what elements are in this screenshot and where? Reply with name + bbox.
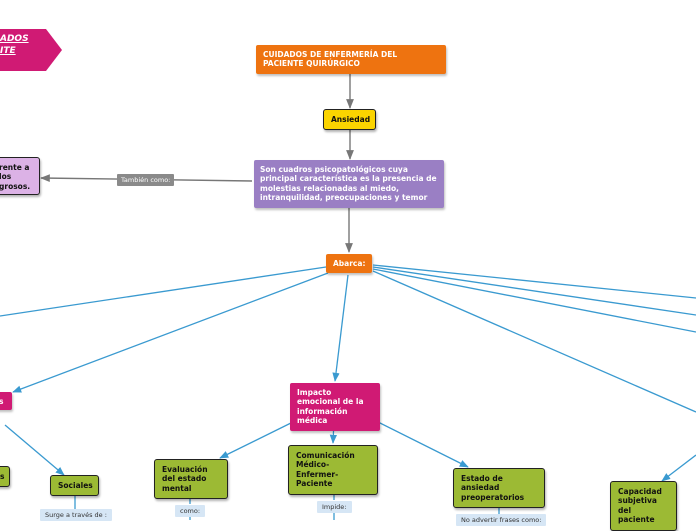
node-capacidad-text: Capacidad subjetiva del paciente — [618, 487, 662, 525]
node-left-lilac-text: rente a los grosos. — [0, 163, 31, 191]
link-abarca-impacto — [332, 274, 349, 382]
link-impacto-estado — [373, 419, 469, 468]
link-abarca-pink-left — [12, 272, 329, 393]
banner-arrow-shape — [0, 29, 62, 71]
node-pink-left[interactable]: s — [0, 392, 12, 410]
node-pink-left-text: s — [0, 397, 4, 406]
node-green-left-edge[interactable]: s — [0, 466, 10, 487]
node-sociales-text: Sociales — [58, 481, 93, 490]
link-pink-sociales — [4, 424, 65, 476]
node-evaluacion[interactable]: Evaluación del estado mental — [154, 459, 228, 500]
node-estado-ansiedad-text: Estado de ansiedad preoperatorios — [461, 474, 525, 502]
node-impacto[interactable]: Impacto emocional de la información médi… — [290, 383, 380, 431]
node-impacto-text: Impacto emocional de la información médi… — [297, 388, 364, 426]
node-ansiedad[interactable]: Ansiedad — [323, 109, 376, 131]
label-tambien-como: También como: — [117, 174, 175, 186]
link-abarca-right-2 — [372, 266, 696, 316]
node-abarca[interactable]: Abarca: — [326, 254, 372, 274]
node-title[interactable]: CUIDADOS DE ENFERMERÍA DEL PACIENTE QUIR… — [256, 45, 446, 74]
node-title-text: CUIDADOS DE ENFERMERÍA DEL PACIENTE QUIR… — [263, 50, 398, 69]
node-left-lilac[interactable]: rente a los grosos. — [0, 157, 40, 195]
node-green-left-edge-text: s — [0, 472, 5, 481]
node-definicion-text: Son cuadros psicopatológicos cuya princi… — [260, 165, 437, 203]
node-evaluacion-text: Evaluación del estado mental — [162, 465, 208, 493]
link-right-capacidad — [661, 454, 696, 482]
label-no-advertir: No advertir frases como: — [456, 514, 547, 526]
label-impide: Impide: — [317, 501, 352, 513]
node-capacidad[interactable]: Capacidad subjetiva del paciente — [610, 481, 677, 531]
node-definicion[interactable]: Son cuadros psicopatológicos cuya princi… — [254, 160, 444, 208]
link-abarca-right-4 — [372, 270, 696, 413]
node-estado-ansiedad[interactable]: Estado de ansiedad preoperatorios — [453, 468, 545, 509]
connector-layer — [0, 74, 696, 520]
link-abarca-far-left — [0, 266, 327, 317]
node-sociales[interactable]: Sociales — [50, 475, 99, 497]
link-abarca-right-3 — [372, 268, 696, 333]
link-impacto-evaluacion — [219, 419, 298, 459]
node-abarca-text: Abarca: — [333, 259, 366, 268]
node-comunicacion[interactable]: Comunicación Médico- Enfermer- Paciente — [288, 445, 378, 495]
node-comunicacion-text: Comunicación Médico- Enfermer- Paciente — [296, 451, 355, 489]
link-abarca-right-1 — [372, 264, 696, 299]
label-como: como: — [175, 505, 206, 517]
banner-title-fragment: ADOS ITE — [0, 34, 29, 56]
label-surge: Surge a través de : — [40, 509, 112, 521]
node-ansiedad-text: Ansiedad — [331, 115, 371, 124]
